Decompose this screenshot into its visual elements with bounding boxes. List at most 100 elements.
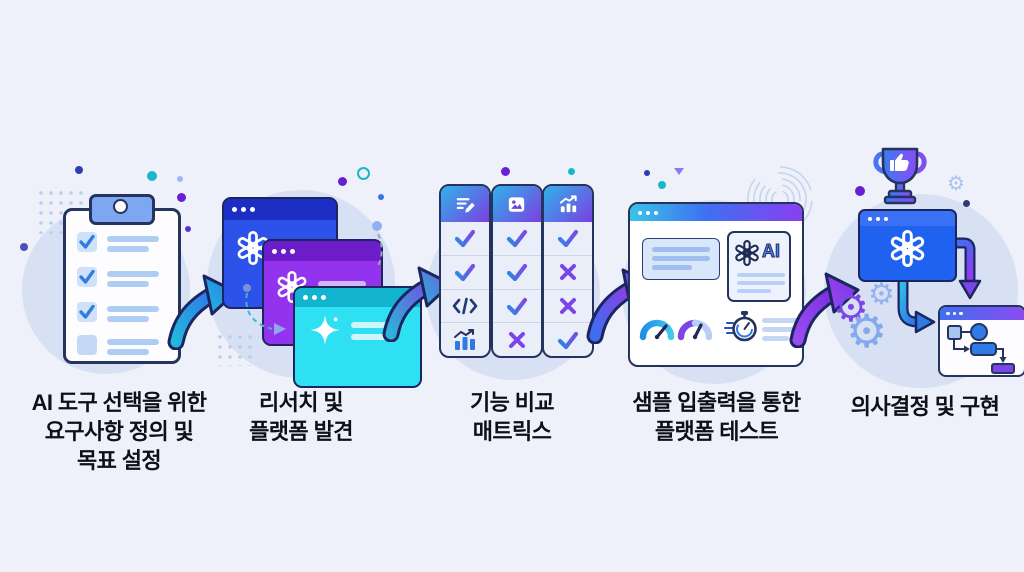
decorative-triangle xyxy=(674,168,684,175)
matrix-cell-check xyxy=(544,322,592,356)
window-dot xyxy=(321,295,326,300)
decorative-dot xyxy=(20,243,28,251)
flow-arrow-1 xyxy=(167,274,238,350)
column-header xyxy=(544,186,592,222)
clipboard-clip-hole xyxy=(113,199,128,214)
matrix-column-cells xyxy=(441,222,489,356)
decision-window xyxy=(858,209,957,282)
openai-logo-icon xyxy=(734,240,760,266)
sample-input-panel xyxy=(642,238,720,280)
window-dot xyxy=(272,248,277,254)
window-dot xyxy=(303,295,308,300)
label-line: 요구사항 정의 및 xyxy=(44,419,194,444)
window-dot xyxy=(290,248,295,254)
connector-down-right xyxy=(897,276,936,334)
dashed-connector-left xyxy=(243,284,286,335)
text-line xyxy=(351,322,403,328)
text-line xyxy=(107,349,149,355)
matrix-column-features xyxy=(439,184,491,358)
decorative-dot xyxy=(357,167,370,180)
matrix-cell-code xyxy=(441,288,489,323)
flow-arrow-2 xyxy=(382,266,453,342)
window-dot xyxy=(638,210,642,215)
decorative-dot xyxy=(75,166,83,174)
window-dot xyxy=(884,216,888,221)
label-line: 리서치 및 xyxy=(258,390,344,415)
label-line: 플랫폼 테스트 xyxy=(654,419,779,444)
clipboard xyxy=(63,208,181,364)
matrix-column-images xyxy=(490,184,543,358)
openai-logo-icon xyxy=(889,230,926,267)
matrix-cell-check xyxy=(544,222,592,255)
gauge-icon-purple xyxy=(677,319,713,341)
label-line: 매트릭스 xyxy=(472,419,552,444)
stopwatch-icon xyxy=(724,311,757,342)
gear-icon: ⚙ xyxy=(833,286,869,330)
text-line xyxy=(652,265,692,270)
label-line: 샘플 입출력을 통한 xyxy=(632,390,801,415)
step-label-decision: 의사결정 및 구현 xyxy=(806,392,1024,421)
text-line xyxy=(107,306,159,312)
text-line xyxy=(107,246,149,252)
matrix-cell-chart xyxy=(441,322,489,356)
matrix-cell-check xyxy=(441,222,489,255)
ai-badge: AI xyxy=(762,241,781,262)
window-titlebar xyxy=(940,307,1024,320)
window-dot xyxy=(654,210,658,215)
column-header xyxy=(492,186,541,222)
decorative-dot-grid xyxy=(215,332,259,366)
text-line xyxy=(318,281,366,287)
text-line xyxy=(107,316,149,322)
matrix-cell-check xyxy=(492,254,541,289)
window-dot xyxy=(646,210,650,215)
matrix-cell-cross xyxy=(544,254,592,289)
image-icon xyxy=(508,196,525,212)
decorative-dot xyxy=(338,177,347,186)
window-dot xyxy=(946,311,950,316)
label-line: 목표 설정 xyxy=(76,448,162,473)
step-label-comparison: 기능 비교 매트릭스 xyxy=(401,388,623,446)
text-line xyxy=(737,273,785,277)
checkbox-checked xyxy=(77,302,97,322)
window-titlebar xyxy=(860,211,955,226)
matrix-column-cells xyxy=(492,222,541,356)
decorative-dot xyxy=(147,171,157,181)
decorative-dot xyxy=(177,193,186,202)
label-line: 기능 비교 xyxy=(469,390,555,415)
window-dot xyxy=(281,248,286,254)
text-line xyxy=(762,336,789,341)
decorative-dot xyxy=(644,170,650,176)
text-line xyxy=(107,271,159,277)
window-dot xyxy=(250,207,255,212)
gauge-icon-blue xyxy=(639,319,675,341)
matrix-cell-cross xyxy=(492,322,541,356)
text-line xyxy=(107,281,149,287)
flowchart-window xyxy=(938,305,1024,377)
dashed-connector-right xyxy=(372,221,383,267)
document-edit-icon xyxy=(456,197,475,213)
matrix-column-cells xyxy=(544,222,592,356)
window-dot xyxy=(959,311,963,316)
window-dot xyxy=(312,295,317,300)
decorative-dot xyxy=(501,167,510,176)
step-label-requirements: AI 도구 선택을 위한 요구사항 정의 및 목표 설정 xyxy=(4,388,234,475)
checkbox-checked xyxy=(77,267,97,287)
flow-arrow-4 xyxy=(789,272,860,348)
checkbox-empty xyxy=(77,335,97,355)
label-line: 의사결정 및 구현 xyxy=(850,394,1000,419)
window-dot xyxy=(232,207,237,212)
matrix-cell-check xyxy=(493,222,541,255)
sparkle-icon xyxy=(310,315,340,345)
decorative-dot xyxy=(378,194,384,200)
thumbs-up-icon xyxy=(890,153,909,171)
window-dot xyxy=(876,216,880,221)
matrix-cell-cross xyxy=(544,288,592,323)
text-line xyxy=(737,281,785,285)
decorative-dot xyxy=(658,181,666,189)
label-line: AI 도구 선택을 위한 xyxy=(31,390,207,415)
column-header xyxy=(441,186,489,222)
text-line xyxy=(107,236,159,242)
test-browser-window: AI xyxy=(628,202,804,367)
window-dot xyxy=(952,311,956,316)
